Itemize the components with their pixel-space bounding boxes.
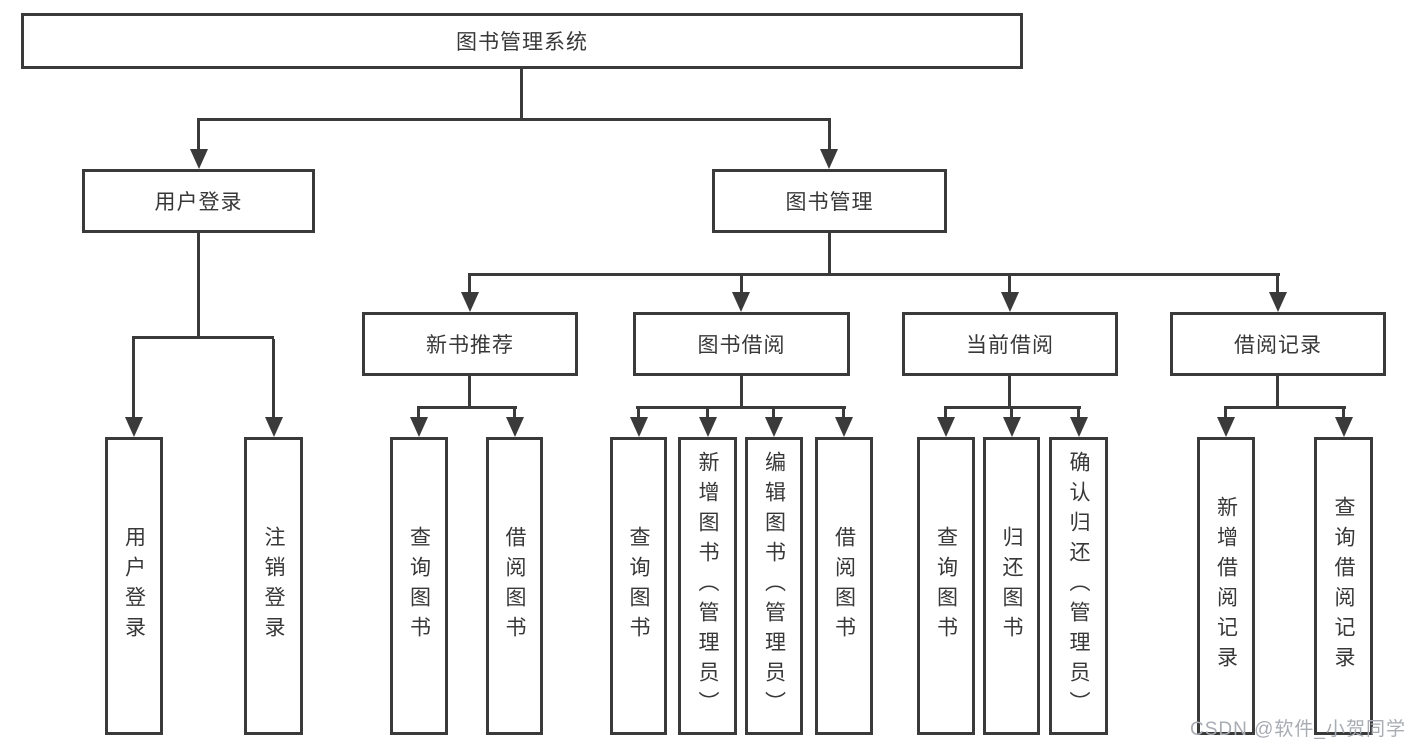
node-borrow-record: 借阅记录 bbox=[1170, 312, 1386, 376]
leaf-query-book: 查询图书 bbox=[610, 437, 667, 735]
arrow-down-icon bbox=[190, 149, 208, 169]
node-book-borrow: 图书借阅 bbox=[633, 312, 850, 376]
connector-stem bbox=[740, 276, 743, 296]
connector-stem bbox=[1008, 276, 1011, 296]
node-user-login: 用户登录 bbox=[82, 169, 315, 233]
leaf-add-book-admin: 新增图书（管理员） bbox=[678, 437, 737, 735]
connector-bar bbox=[417, 406, 517, 409]
arrow-down-icon bbox=[1001, 292, 1019, 312]
leaf-confirm-return-admin: 确认归还（管理员） bbox=[1049, 437, 1108, 735]
arrow-down-icon bbox=[630, 417, 648, 437]
leaf-user-login: 用户登录 bbox=[105, 437, 163, 735]
connector-stem bbox=[1276, 276, 1279, 296]
connector-user-login-trunk bbox=[197, 233, 200, 339]
arrow-down-icon bbox=[1269, 292, 1287, 312]
connector-trunk bbox=[1008, 376, 1011, 409]
arrow-down-icon bbox=[461, 292, 479, 312]
connector-root-trunk bbox=[520, 69, 523, 121]
connector-stem bbox=[132, 339, 135, 425]
connector-trunk bbox=[1276, 376, 1279, 409]
connector-user-login-bar bbox=[132, 336, 274, 339]
connector-bar bbox=[636, 406, 846, 409]
connector-level3-bar bbox=[468, 273, 1280, 276]
connector-trunk bbox=[468, 376, 471, 409]
arrow-down-icon bbox=[820, 149, 838, 169]
node-library-management-system: 图书管理系统 bbox=[21, 13, 1023, 69]
leaf-borrow-book: 借阅图书 bbox=[486, 437, 543, 735]
leaf-query-book: 查询图书 bbox=[917, 437, 975, 735]
leaf-query-borrow-record: 查询借阅记录 bbox=[1314, 437, 1373, 735]
arrow-down-icon bbox=[410, 417, 428, 437]
leaf-borrow-book: 借阅图书 bbox=[815, 437, 873, 735]
arrow-down-icon bbox=[699, 417, 717, 437]
arrow-down-icon bbox=[1070, 417, 1088, 437]
connector-stem bbox=[197, 121, 200, 153]
node-book-management: 图书管理 bbox=[712, 169, 947, 233]
leaf-return-book: 归还图书 bbox=[983, 437, 1040, 735]
leaf-add-borrow-record: 新增借阅记录 bbox=[1197, 437, 1255, 735]
node-new-book-recommend: 新书推荐 bbox=[362, 312, 578, 376]
arrow-down-icon bbox=[506, 417, 524, 437]
arrow-down-icon bbox=[937, 417, 955, 437]
csdn-watermark: CSDN @软件_小贺同学 bbox=[1190, 719, 1405, 740]
arrow-down-icon bbox=[265, 417, 283, 437]
arrow-down-icon bbox=[835, 417, 853, 437]
connector-stem bbox=[468, 276, 471, 296]
connector-level2-bar bbox=[197, 118, 831, 121]
connector-bar bbox=[944, 406, 1081, 409]
connector-book-management-trunk bbox=[828, 233, 831, 276]
connector-bar bbox=[1224, 406, 1346, 409]
connector-stem bbox=[828, 121, 831, 153]
connector-trunk bbox=[740, 376, 743, 409]
leaf-logout: 注销登录 bbox=[244, 437, 303, 735]
arrow-down-icon bbox=[732, 292, 750, 312]
leaf-query-book: 查询图书 bbox=[390, 437, 448, 735]
node-current-borrow: 当前借阅 bbox=[902, 312, 1118, 376]
arrow-down-icon bbox=[765, 417, 783, 437]
arrow-down-icon bbox=[1217, 417, 1235, 437]
arrow-down-icon bbox=[125, 417, 143, 437]
leaf-edit-book-admin: 编辑图书（管理员） bbox=[745, 437, 803, 735]
arrow-down-icon bbox=[1335, 417, 1353, 437]
connector-stem bbox=[272, 339, 275, 425]
arrow-down-icon bbox=[1003, 417, 1021, 437]
